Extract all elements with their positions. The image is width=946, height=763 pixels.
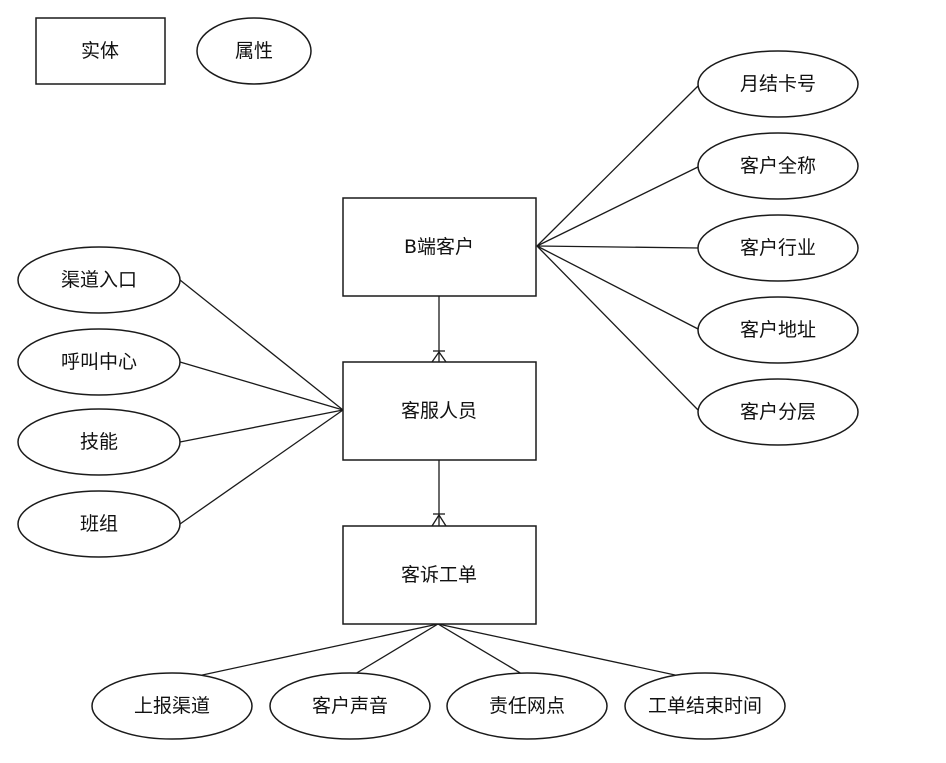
rel-crowfoot-left (431, 514, 440, 527)
legend-entity: 实体 (35, 17, 166, 85)
attribute-label: 班组 (80, 513, 118, 535)
entity-complaint-ticket: 客诉工单 (342, 525, 537, 625)
attribute-label: 客户行业 (740, 237, 816, 259)
attribute-label: 客户地址 (740, 319, 816, 341)
entity-b-customer: B端客户 (342, 197, 537, 297)
attribute-ellipse (697, 50, 859, 118)
link-complaint-attr-2 (437, 623, 528, 678)
attribute-customer-fullname: 客户全称 (697, 132, 859, 200)
attribute-label: 责任网点 (489, 695, 565, 717)
complaint-ticket-attributes: 上报渠道 客户声音 责任网点 工单结束时间 (91, 672, 786, 740)
entity-box (342, 197, 537, 297)
attribute-ellipse (697, 296, 859, 364)
attribute-ticket-close-time: 工单结束时间 (624, 672, 786, 740)
b-customer-attribute-links (536, 83, 701, 413)
link-complaint-attr-3 (437, 623, 704, 682)
attribute-label: 上报渠道 (134, 695, 210, 717)
attribute-label: 技能 (80, 431, 118, 453)
attribute-report-channel: 上报渠道 (91, 672, 253, 740)
link-b-customer-attr-4 (536, 245, 701, 413)
entity-service-staff: 客服人员 (342, 361, 537, 461)
attribute-ellipse (446, 672, 608, 740)
link-b-customer-attr-3 (536, 245, 701, 331)
attribute-label: 客户分层 (740, 401, 816, 423)
attribute-ellipse (269, 672, 431, 740)
legend-attribute: 属性 (196, 17, 312, 85)
attribute-ellipse (91, 672, 253, 740)
relationship-ticket-to-staff (431, 460, 447, 527)
entity-box (342, 525, 537, 625)
legend: 实体 属性 (35, 17, 312, 85)
attribute-customer-voice: 客户声音 (269, 672, 431, 740)
attribute-ellipse (17, 490, 181, 558)
attribute-channel-entry: 渠道入口 (17, 246, 181, 314)
link-service-staff-attr-0 (179, 279, 344, 411)
attribute-call-center: 呼叫中心 (17, 328, 181, 396)
entity-box (342, 361, 537, 461)
attribute-label: 客户声音 (312, 695, 388, 717)
relationship-staff-to-customer (431, 296, 447, 363)
rel-crowfoot-left (431, 351, 440, 363)
legend-entity-label: 实体 (81, 40, 119, 62)
attribute-ellipse (697, 132, 859, 200)
entity-label: 客服人员 (401, 400, 477, 422)
rel-crowfoot-right (438, 351, 447, 363)
attribute-customer-industry: 客户行业 (697, 214, 859, 282)
service-staff-attribute-links (179, 279, 344, 525)
legend-entity-box (35, 17, 166, 85)
attribute-monthly-account: 月结卡号 (697, 50, 859, 118)
link-b-customer-attr-0 (536, 83, 701, 247)
attribute-responsible-outlet: 责任网点 (446, 672, 608, 740)
attribute-label: 呼叫中心 (61, 351, 137, 373)
legend-attribute-ellipse (196, 17, 312, 85)
attribute-customer-address: 客户地址 (697, 296, 859, 364)
link-complaint-attr-0 (169, 623, 439, 683)
attribute-ellipse (697, 378, 859, 446)
link-service-staff-attr-3 (179, 409, 344, 525)
link-service-staff-attr-1 (179, 361, 344, 411)
service-staff-attributes: 渠道入口 呼叫中心 技能 班组 (17, 246, 181, 558)
complaint-ticket-attribute-links (169, 623, 704, 683)
attribute-label: 工单结束时间 (648, 695, 762, 717)
attribute-ellipse (17, 328, 181, 396)
entity-label: B端客户 (404, 236, 474, 258)
attribute-ellipse (624, 672, 786, 740)
attribute-skill: 技能 (17, 408, 181, 476)
attribute-ellipse (697, 214, 859, 282)
attribute-ellipse (17, 408, 181, 476)
rel-crowfoot-right (438, 514, 447, 527)
attribute-ellipse (17, 246, 181, 314)
attribute-label: 客户全称 (740, 155, 816, 177)
legend-attribute-label: 属性 (235, 40, 273, 62)
attribute-label: 渠道入口 (61, 269, 137, 291)
link-b-customer-attr-2 (536, 245, 700, 249)
attribute-label: 月结卡号 (740, 73, 816, 95)
attribute-customer-tier: 客户分层 (697, 378, 859, 446)
entity-label: 客诉工单 (401, 564, 477, 586)
b-customer-attributes: 月结卡号 客户全称 客户行业 客户地址 客户分层 (697, 50, 859, 446)
link-service-staff-attr-2 (179, 409, 344, 443)
attribute-team: 班组 (17, 490, 181, 558)
link-b-customer-attr-1 (536, 165, 701, 247)
link-complaint-attr-1 (349, 623, 439, 678)
